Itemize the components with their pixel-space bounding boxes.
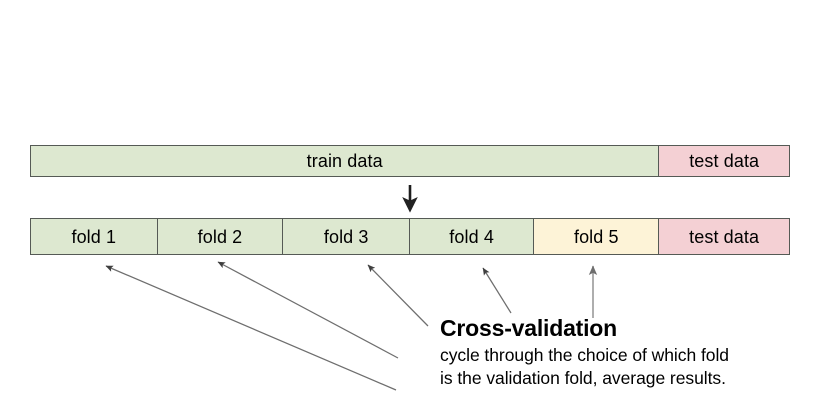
- pointer-arrow-fold-3: [367, 264, 429, 327]
- segment-fold-4: fold 4: [409, 219, 535, 254]
- fold-split-bar: fold 1 fold 2 fold 3 fold 4 fold 5 test …: [30, 218, 790, 255]
- pointer-arrow-fold-4: [482, 267, 512, 314]
- pointer-arrow-fold-1: [105, 265, 397, 391]
- segment-fold-5: fold 5: [534, 219, 660, 254]
- segment-test-data: test data: [659, 146, 789, 176]
- caption-line-1: cycle through the choice of which fold: [440, 344, 729, 365]
- caption-heading: Cross-validation: [440, 315, 618, 341]
- segment-fold-3: fold 3: [283, 219, 410, 254]
- caption-line-2: is the validation fold, average results.: [440, 368, 726, 389]
- segment-fold-1: fold 1: [31, 219, 158, 254]
- segment-train-data: train data: [31, 146, 660, 176]
- segment-fold-test-data: test data: [659, 219, 789, 254]
- caption-block: Cross-validation cycle through the choic…: [440, 315, 820, 390]
- segment-fold-2: fold 2: [157, 219, 284, 254]
- original-split-bar: train data test data: [30, 145, 790, 177]
- pointer-arrow-fold-2: [217, 261, 399, 359]
